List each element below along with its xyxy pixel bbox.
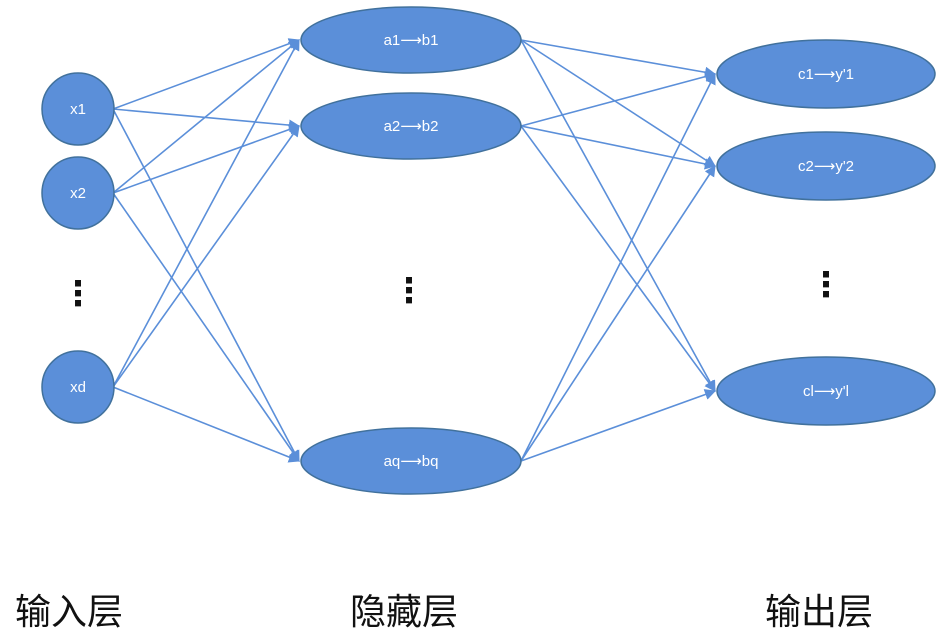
edge-input-3-hidden-1 [112, 39, 300, 388]
edge-hidden-2-output-2 [520, 125, 717, 170]
hidden-node-2 [300, 92, 522, 160]
output-layer-label: 输出层 [765, 592, 874, 633]
input-ellipsis: ⋮ [61, 274, 95, 314]
output-node-3 [716, 356, 936, 426]
edge-hidden-3-output-3 [520, 389, 717, 462]
output-node-2 [716, 131, 936, 201]
output-ellipsis: ⋮ [809, 265, 843, 305]
edge-hidden-3-output-2 [520, 165, 716, 462]
input-node-label-3: xd [70, 379, 86, 396]
connection-edges [112, 38, 717, 463]
edge-hidden-1-output-2 [520, 39, 716, 167]
hidden-node-label-3: aq⟶bq [384, 453, 439, 470]
edge-hidden-1-output-1 [520, 39, 717, 78]
output-node-1 [716, 39, 936, 109]
output-node-label-2: c2⟶y'2 [798, 158, 854, 175]
input-node-1 [41, 72, 115, 146]
edge-hidden-3-output-1 [520, 72, 716, 462]
edge-input-3-hidden-2 [112, 125, 300, 388]
hidden-node-label-1: a1⟶b1 [384, 32, 439, 49]
hidden-node-3 [300, 427, 522, 495]
input-node-2 [41, 156, 115, 230]
edge-hidden-2-output-3 [520, 125, 716, 392]
edge-input-2-hidden-2 [112, 124, 301, 194]
hidden-node-1 [300, 6, 522, 74]
edge-input-2-hidden-1 [112, 39, 300, 194]
hidden-node-label-2: a2⟶b2 [384, 118, 439, 135]
edge-input-1-hidden-3 [112, 108, 300, 462]
output-node-label-3: cl⟶y'l [803, 383, 849, 400]
hidden-layer-label: 隐藏层 [350, 592, 459, 633]
input-node-3 [41, 350, 115, 424]
edge-input-1-hidden-1 [112, 38, 301, 110]
edge-input-2-hidden-3 [112, 192, 300, 462]
hidden-ellipsis: ⋮ [392, 271, 426, 311]
input-node-label-1: x1 [70, 101, 86, 118]
edge-input-3-hidden-3 [112, 386, 301, 463]
input-node-label-2: x2 [70, 185, 86, 202]
output-node-label-1: c1⟶y'1 [798, 66, 854, 83]
edge-hidden-2-output-1 [520, 71, 717, 127]
network-nodes: x1 x2 xd a1⟶b1 a2⟶b2 aq⟶bq c1⟶y'1 c2⟶y'2 cl⟶y'l [41, 6, 936, 495]
input-layer-label: 输入层 [15, 592, 124, 633]
edge-hidden-1-output-3 [520, 39, 716, 392]
